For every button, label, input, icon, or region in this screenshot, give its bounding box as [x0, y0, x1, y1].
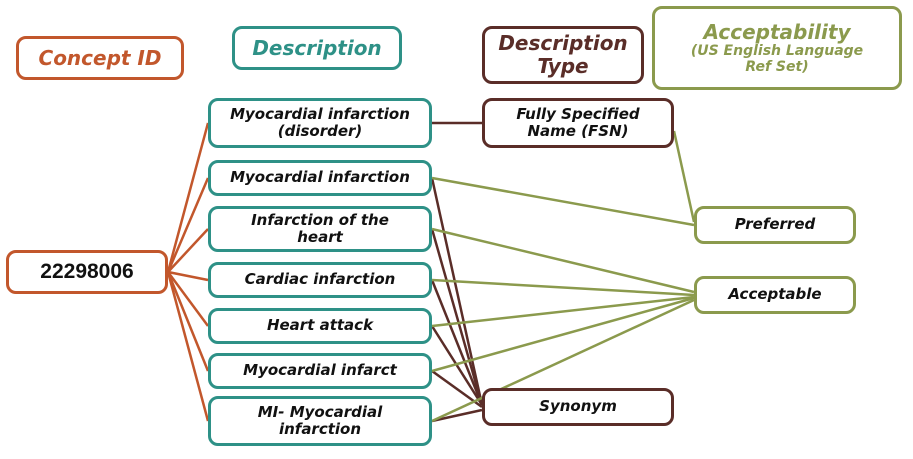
type-node-synonym: Synonym [482, 388, 674, 426]
description-node-myocardial-infarction: Myocardial infarction [208, 160, 432, 196]
edge [430, 177, 484, 406]
edge [431, 296, 695, 373]
edge [431, 227, 695, 294]
description-node-fsn: Myocardial infarction (disorder) [208, 98, 432, 148]
description-node-infarction-of-the-heart: Infarction of the heart [208, 206, 432, 252]
edge [167, 270, 209, 282]
acceptability-header-subtitle: (US English Language Ref Set) [690, 43, 864, 75]
edge [431, 408, 483, 423]
edge [166, 271, 210, 372]
description-node-cardiac-infarction: Cardiac infarction [208, 262, 432, 298]
description-node-mi-myocardial-infarction: MI- Myocardial infarction [208, 396, 432, 446]
concept-id-header: Concept ID [16, 36, 184, 80]
edge [431, 295, 695, 328]
description-to-acceptability-edges [431, 130, 696, 423]
description-node-myocardial-infarct: Myocardial infarct [208, 353, 432, 389]
edge [430, 228, 484, 406]
edge [431, 298, 695, 423]
edge [167, 228, 209, 273]
description-to-type-edges [430, 121, 484, 423]
edge [166, 122, 210, 273]
description-type-header: Description Type [482, 26, 644, 84]
acceptability-header-title: Acceptability [703, 20, 851, 45]
acceptability-node-preferred: Preferred [694, 206, 856, 244]
concept-to-description-edges [166, 122, 210, 422]
edge [431, 278, 695, 297]
acceptability-node-acceptable: Acceptable [694, 276, 856, 314]
edge [672, 130, 696, 223]
edge [166, 271, 210, 422]
description-node-heart-attack: Heart attack [208, 308, 432, 344]
edge [166, 271, 210, 327]
description-header: Description [232, 26, 402, 70]
edge [166, 177, 210, 273]
type-node-fully-specified-name: Fully Specified Name (FSN) [482, 98, 674, 148]
acceptability-header: Acceptability (US English Language Ref S… [652, 6, 902, 90]
concept-id-node: 22298006 [6, 250, 168, 294]
edge [430, 325, 484, 406]
edge [431, 176, 695, 227]
edge [430, 279, 484, 406]
